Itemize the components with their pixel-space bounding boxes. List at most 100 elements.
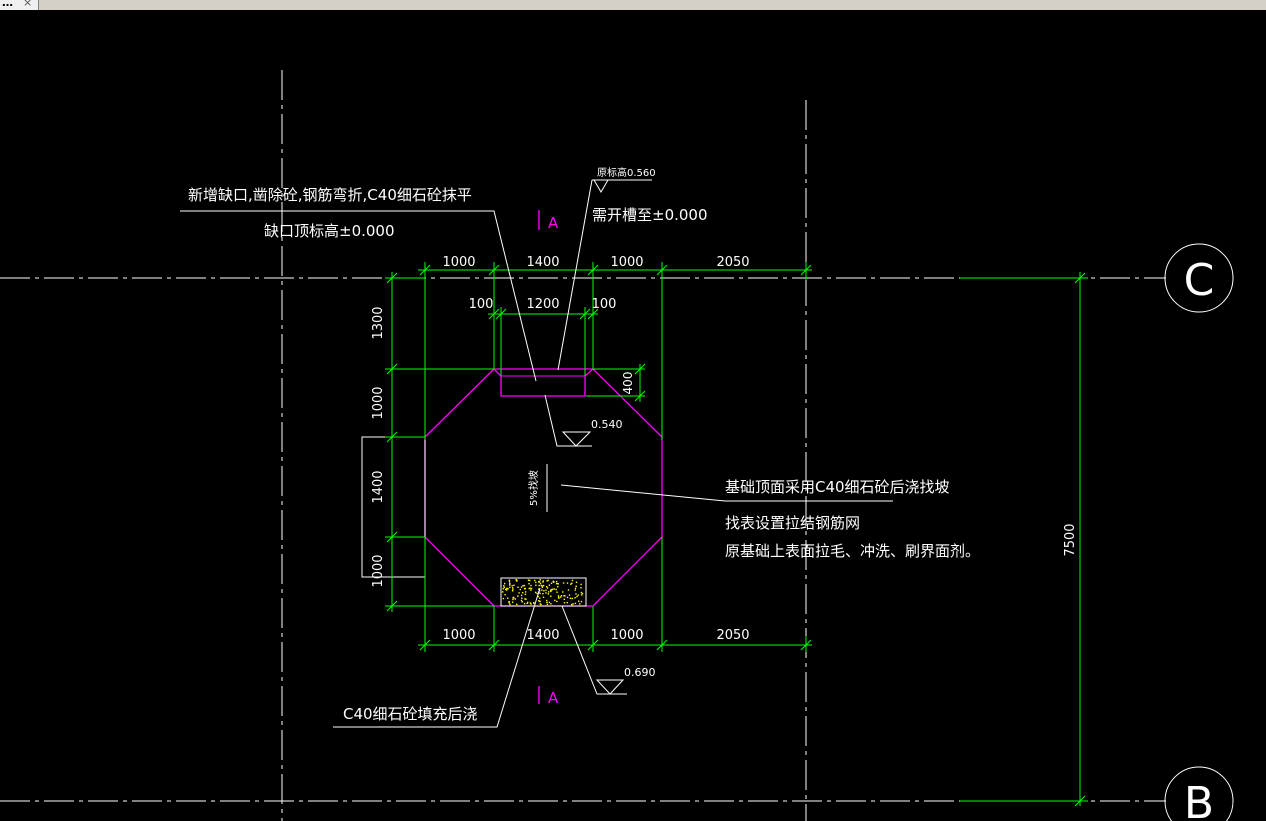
section-mark-top[interactable]: A [538, 210, 559, 232]
hatch-dot [555, 580, 558, 583]
axis-bubble-b[interactable]: B [1164, 766, 1234, 821]
hatch-dot [520, 594, 523, 597]
dim-left-3: 1400 [371, 470, 386, 503]
hatch-dot [511, 601, 514, 603]
elevation-mid: 0.540 [591, 418, 623, 431]
hatch-dot [574, 597, 576, 599]
hatch-dot [518, 592, 520, 594]
hatch-dot [508, 601, 510, 603]
hatch-dot [574, 587, 577, 589]
hatch-dot [541, 589, 543, 591]
hatch-dot [556, 600, 558, 603]
hatch-dot [528, 583, 530, 585]
hatch-dot [536, 592, 538, 595]
dim-left-2: 1000 [371, 386, 386, 419]
elevation-marker-low [595, 679, 625, 695]
hatch-dot [542, 593, 544, 595]
hatch-dot [520, 586, 523, 588]
hatch-dot [529, 579, 531, 582]
hatch-dot [513, 584, 515, 586]
note-base-line3: 原基础上表面拉毛、冲洗、刷界面剂。 [725, 542, 980, 560]
hatch-dot [539, 597, 541, 599]
hatch-dot [563, 595, 565, 597]
hatch-dot [546, 601, 548, 604]
note-base-line1: 基础顶面采用C40细石砼后浇找坡 [725, 478, 950, 496]
hatch-dot [543, 590, 545, 592]
hatch-dot [512, 587, 514, 589]
hatch-dot [571, 603, 573, 606]
section-mark-bottom[interactable]: A [538, 686, 559, 707]
hatch-dot [562, 591, 564, 593]
hatch-dot [538, 600, 540, 602]
dim-bottom-1: 1000 [442, 628, 475, 643]
hatch-dot [548, 584, 551, 586]
hatch-dot [546, 580, 548, 582]
dimension-top [418, 262, 812, 440]
section-label-bottom: A [548, 689, 559, 707]
dimension-left [385, 272, 494, 612]
hatch-dot [562, 582, 565, 584]
cad-drawing-canvas[interactable]: C B 7500 1000 1400 1000 2050 [0, 10, 1266, 821]
hatch-dot [566, 601, 568, 604]
hatch-dot [574, 589, 576, 591]
hatch-dot [503, 585, 505, 587]
hatch-dot [530, 584, 532, 587]
hatch-dot [569, 597, 572, 599]
hatch-dot [538, 588, 540, 590]
hatch-dot [533, 602, 535, 604]
hatch-dot [580, 591, 583, 594]
axis-bubble-c[interactable]: C [1164, 243, 1234, 313]
hatch-dot [517, 595, 519, 597]
document-tab-title: … [2, 0, 13, 9]
hatch-dot [528, 587, 530, 590]
note-trench-bottom: 需开槽至±0.000 [592, 206, 708, 224]
note-fill: C40细石砼填充后浇 [343, 705, 478, 723]
hatch-dot [512, 596, 515, 599]
hatch-dot [539, 590, 541, 592]
hatch-dot [575, 593, 577, 595]
hatch-dot [546, 587, 549, 589]
hatch-dot [541, 586, 543, 589]
hatch-dot [578, 600, 580, 602]
hatch-dot [504, 582, 506, 585]
hatch-dot [512, 598, 514, 601]
hatch-dot [529, 602, 532, 604]
hatch-dot [552, 580, 554, 582]
hatch-dot [550, 603, 552, 605]
hatch-dot [557, 596, 560, 599]
dim-top-4: 2050 [716, 255, 749, 270]
hatch-dot [509, 586, 511, 588]
hatch-dot [556, 591, 558, 593]
dimension-notch-depth [586, 363, 646, 402]
dim-left-4: 1000 [371, 554, 386, 587]
dimension-right [960, 272, 1088, 807]
hatch-dot [530, 589, 532, 591]
hatch-dot [548, 591, 550, 593]
hatch-dot [523, 602, 526, 605]
notch-outline[interactable] [493, 368, 594, 397]
hatch-dot [552, 581, 555, 583]
hatch-dot [506, 587, 508, 590]
dim-top-2: 1400 [526, 255, 559, 270]
hatch-dot [560, 595, 563, 597]
hatch-dot [580, 587, 582, 589]
dim-bottom-4: 2050 [716, 628, 749, 643]
hatch-dot [580, 583, 582, 586]
elevation-low: 0.690 [624, 666, 656, 679]
document-tab[interactable]: …× [0, 0, 40, 10]
hatch-dot [523, 584, 526, 587]
dim-notch-400: 400 [621, 372, 635, 395]
hatch-dot [580, 600, 583, 603]
hatch-dot [509, 582, 511, 584]
hatch-dot [547, 593, 549, 595]
hatch-dot [542, 596, 545, 598]
hatch-dot [520, 599, 523, 602]
axis-label-c: C [1184, 255, 1215, 306]
hatch-dot [574, 602, 577, 605]
hatch-dot [563, 598, 565, 600]
hatch-dot [538, 581, 540, 583]
hatch-dot [546, 603, 549, 606]
close-icon[interactable]: × [23, 0, 33, 9]
hatch-dot [526, 602, 528, 605]
hatch-dot [507, 587, 509, 590]
